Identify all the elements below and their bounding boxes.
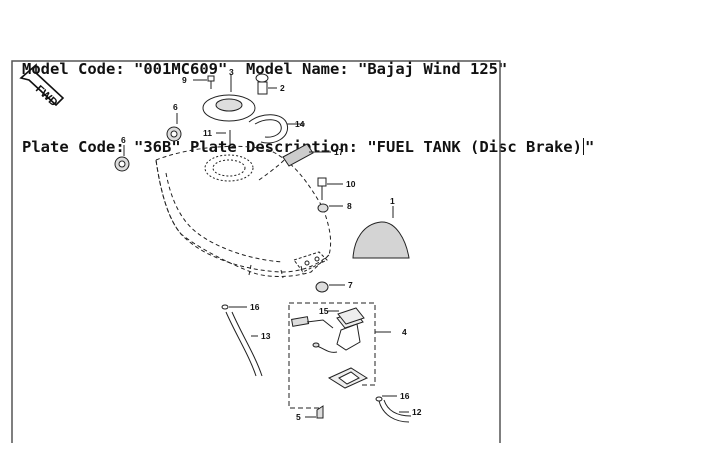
part-15-pump-gasket — [327, 307, 365, 325]
part-6-rubber-mount-left — [114, 145, 130, 172]
part-13-hose — [225, 311, 263, 377]
text-cursor — [582, 138, 584, 155]
exploded-parts-diagram: FWD — [11, 60, 501, 444]
diagram-frame — [11, 60, 501, 443]
callout-1: 1 — [390, 196, 395, 206]
part-2-lock — [255, 73, 277, 95]
part-10-bolt — [317, 177, 343, 200]
model-name-value: "Bajaj Wind 125" — [358, 60, 508, 78]
callout-7: 7 — [348, 280, 353, 290]
tank-filler-opening — [204, 154, 254, 182]
tank-rear-bracket — [293, 251, 328, 273]
callout-3: 3 — [229, 67, 234, 77]
callout-labels: 9 3 2 6 11 14 6 17 10 8 1 7 16 15 4 13 1… — [121, 67, 422, 422]
callout-16-upper: 16 — [250, 302, 260, 312]
part-4-fuel-pump-assembly — [288, 302, 391, 409]
callout-8: 8 — [347, 201, 352, 211]
part-6-rubber-mount-upper — [166, 113, 182, 142]
callout-4: 4 — [402, 327, 407, 337]
part-3-fuel-cap — [202, 75, 256, 122]
callout-2: 2 — [280, 83, 285, 93]
callout-6-upper: 6 — [173, 102, 178, 112]
model-code-label: Model Code: — [22, 60, 125, 78]
part-8-washer — [317, 203, 343, 213]
part-1-seat-cover — [352, 206, 410, 259]
model-name-label: Model Name: — [246, 60, 349, 78]
callout-14: 14 — [295, 119, 305, 129]
part-16-clip-upper — [221, 304, 247, 310]
plate-description-close-quote: " — [584, 138, 595, 156]
callout-10: 10 — [346, 179, 356, 189]
part-5-bolt — [305, 405, 324, 419]
plate-description-value: "FUEL TANK (Disc Brake) — [367, 138, 582, 156]
callout-11: 11 — [203, 128, 212, 138]
callout-12: 12 — [412, 407, 422, 417]
part-16-clip-lower — [375, 395, 397, 402]
model-code-value: "001MC609" — [134, 60, 228, 78]
fwd-arrow-icon: FWD — [19, 63, 65, 109]
callout-15: 15 — [319, 306, 329, 316]
part-17-foam-strip — [282, 143, 331, 167]
callout-17: 17 — [334, 147, 344, 157]
callout-13: 13 — [261, 331, 271, 341]
fuel-tank — [155, 145, 332, 279]
part-11-pin — [216, 130, 231, 144]
part-14-gasket — [248, 114, 305, 144]
plate-header: Model Code: "001MC609" Model Name: "Baja… — [22, 4, 594, 186]
plate-code-value: "36B" — [134, 138, 181, 156]
callout-6-left: 6 — [121, 135, 126, 145]
callout-16-lower: 16 — [400, 391, 410, 401]
part-9-screw — [193, 75, 215, 89]
plate-code-label: Plate Code: — [22, 138, 125, 156]
part-12-hose — [378, 399, 412, 423]
model-line: Model Code: "001MC609" Model Name: "Baja… — [22, 56, 594, 82]
callout-9: 9 — [182, 75, 187, 85]
callout-5: 5 — [296, 412, 301, 422]
part-7-grommet — [315, 281, 345, 293]
